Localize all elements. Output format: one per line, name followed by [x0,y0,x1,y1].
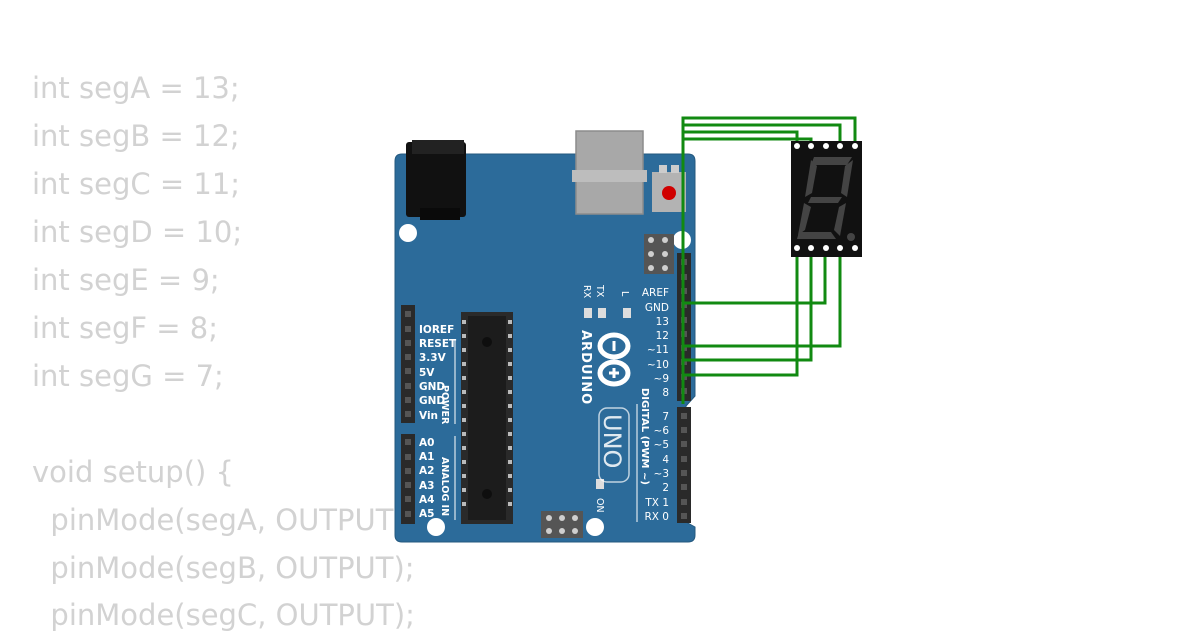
status-leds: RX TX L ON [581,284,631,513]
brand-label: ARDUINO [578,330,593,405]
power-jack-base [420,208,460,220]
icsp-header [644,234,674,274]
icsp-header-bottom [541,511,583,538]
wire-gnd [683,246,827,305]
segment-f [805,160,817,197]
pin-label: ~5 [654,439,669,451]
code-line: pinMode(segA, OUTPUT); [32,503,415,537]
pin-label: 7 [662,411,669,423]
pin-label: A2 [419,465,434,477]
segment-d [797,232,836,239]
pin-label: A1 [419,451,434,463]
wire-pin11 [683,246,842,348]
code-line: int segC = 11; [32,167,241,201]
pin-label: ~6 [654,425,670,437]
pin-label: TX 1 [644,497,669,509]
pin-label: A0 [419,437,434,449]
pin-label: A4 [419,494,434,506]
atmega-chip [461,312,513,524]
code-line: int segA = 13; [32,71,240,105]
pin-label: 8 [662,387,669,399]
wire-pin8 [681,130,799,389]
digital-section-label: DIGITAL (PWM ~) [639,388,650,485]
pin-label: AREF [642,287,669,299]
pin-label: Vin [419,410,438,422]
arduino-uno-board: IOREF RESET 3.3V 5V GND GND Vin A0 A1 A2… [394,130,696,543]
led-label-tx: TX [594,284,605,298]
code-line: int segF = 8; [32,311,219,345]
code-line: int segE = 9; [32,263,220,297]
code-line: int segD = 10; [32,215,243,249]
power-jack [406,142,466,217]
reset-button-cap [662,186,676,200]
pin-label: 2 [662,482,669,494]
pin-label: 12 [656,330,669,342]
mounting-hole [586,518,604,536]
mounting-hole [427,518,445,536]
code-line: pinMode(segC, OUTPUT); [32,598,415,632]
usb-port-shade [572,170,647,182]
pin-label: RX 0 [644,511,669,523]
segment-c [834,203,846,236]
pin-label: 5V [419,367,435,379]
seven-segment-display [791,141,862,257]
wire-pin10 [683,246,813,362]
pin-label: ~9 [654,373,669,385]
pin-label: GND [419,381,445,393]
led-label-rx: RX [581,285,592,299]
code-line: int segB = 12; [32,119,240,153]
pin-label: GND [645,302,669,314]
pin-label: 13 [656,316,669,328]
pin-label: 4 [662,454,669,466]
code-line: int segG = 7; [32,359,224,393]
uno-badge: UNO [598,407,630,483]
pin-label: RESET [419,338,457,350]
led-label-l: L [619,291,630,297]
pin-label: GND [419,395,445,407]
segment-a [811,157,852,165]
segment-dp [847,233,855,241]
reset-button-pin [659,165,667,173]
power-jack-lip [412,140,464,154]
arduino-logo [597,332,631,387]
power-header [401,305,415,423]
model-label: UNO [598,414,626,468]
pin-label: ~10 [647,359,669,371]
pin-label: IOREF [419,324,454,336]
reset-button-pin [671,165,679,173]
wires [681,116,857,404]
mounting-hole [399,224,417,242]
pin-label: A3 [419,480,434,492]
led-label-on: ON [594,498,605,513]
power-section-label: POWER [439,385,450,425]
analog-header [401,434,415,524]
analog-section-label: ANALOG IN [439,457,450,516]
code-line: void setup() { [32,455,234,489]
pin-label: A5 [419,508,434,520]
wire-pin9 [683,246,799,377]
segment-e [798,203,811,235]
pin-label: 3.3V [419,352,447,364]
segment-g [808,197,842,203]
digital-header-lower [677,407,691,523]
segment-b [841,160,853,197]
pin-label: ~3 [654,468,669,480]
code-line: pinMode(segB, OUTPUT); [32,551,415,585]
pin-label: ~11 [647,344,669,356]
